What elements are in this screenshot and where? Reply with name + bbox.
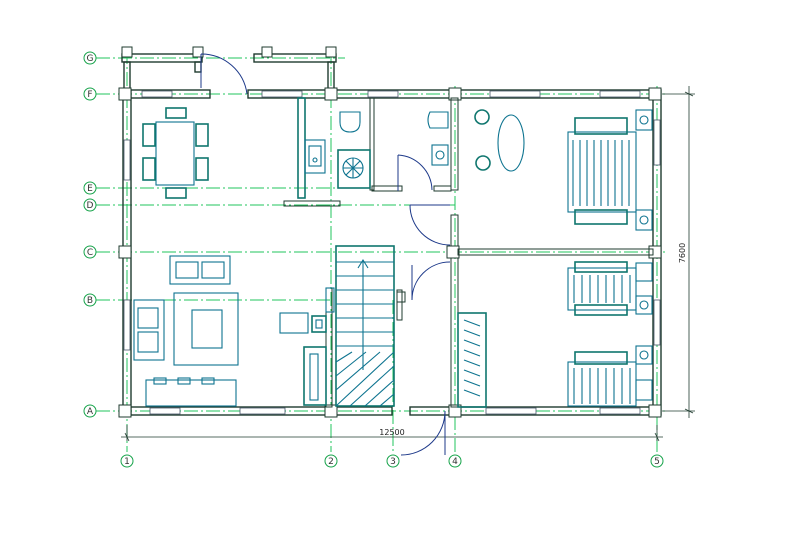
axis-label-2: 2 — [328, 457, 334, 467]
window — [485, 407, 537, 415]
single-bed-bottom — [567, 345, 653, 407]
axis-label-c: C — [87, 248, 93, 258]
column-axis-bubbles: 1 2 3 4 5 — [120, 454, 664, 468]
kitchen — [297, 97, 326, 199]
axis-label-f: F — [87, 90, 92, 100]
staircase — [335, 245, 395, 407]
pillow — [574, 117, 628, 135]
terrace-door — [200, 53, 248, 95]
chair — [475, 155, 491, 171]
pillow — [574, 304, 628, 316]
chair — [165, 107, 187, 119]
window — [123, 299, 131, 351]
toilet-icon — [339, 111, 361, 133]
chair — [142, 123, 156, 147]
round-table — [497, 114, 525, 172]
chair — [195, 157, 209, 181]
bathroom — [337, 111, 449, 189]
overall-depth-label: 7600 — [678, 243, 687, 263]
doors — [397, 154, 451, 456]
interior-walls — [283, 97, 654, 408]
single-bed-mid — [567, 261, 653, 316]
nightstand — [635, 345, 653, 365]
row-axis-bubbles: G F E D C B A — [83, 51, 97, 418]
window — [123, 139, 131, 181]
dimension-depth: 7600 — [662, 86, 695, 418]
terrace — [121, 46, 337, 95]
living-room — [133, 255, 335, 407]
window — [261, 90, 303, 98]
pillow — [574, 209, 628, 225]
bedroom-door — [411, 261, 451, 301]
axis-label-3: 3 — [390, 457, 396, 467]
chair — [195, 123, 209, 147]
window — [599, 90, 641, 98]
axis-label-d: D — [87, 201, 94, 211]
bedroom-table-set — [474, 109, 525, 172]
axis-label-e: E — [87, 184, 93, 194]
chair — [474, 109, 490, 125]
wardrobe — [457, 312, 487, 408]
coffee-table — [173, 292, 239, 366]
chair — [165, 187, 187, 199]
bed-frame — [567, 361, 637, 407]
nightstand — [635, 379, 653, 401]
armchair-sofa — [169, 255, 231, 285]
sofa — [133, 299, 165, 361]
overall-width-label: 12500 — [379, 428, 404, 437]
axis-label-b: B — [87, 296, 93, 306]
double-bed-top — [567, 109, 653, 231]
window — [653, 119, 661, 166]
axis-label-5: 5 — [654, 457, 660, 467]
outer-walls — [118, 87, 662, 418]
axis-label-4: 4 — [452, 457, 458, 467]
axis-label-g: G — [87, 54, 94, 64]
sofa — [145, 379, 237, 407]
nightstand — [635, 109, 653, 131]
hall-door — [409, 204, 451, 246]
dining-table — [155, 121, 195, 186]
window — [141, 90, 173, 98]
window — [599, 407, 641, 415]
toilet-icon — [427, 111, 449, 129]
axis-label-1: 1 — [124, 457, 130, 467]
nightstand — [635, 295, 653, 315]
wardrobe-cabinet — [457, 312, 487, 408]
armchair — [279, 312, 309, 334]
nightstand — [635, 209, 653, 231]
nightstand — [635, 262, 653, 282]
kitchen-sink — [304, 139, 326, 174]
grid-lines-vertical — [126, 50, 658, 452]
window — [239, 407, 286, 415]
pillow — [574, 351, 628, 365]
window — [489, 90, 541, 98]
grid-lines-horizontal — [96, 57, 665, 412]
kitchen-counter — [297, 97, 306, 199]
bed-frame — [567, 267, 637, 311]
fireplace-icon — [311, 315, 327, 333]
shower-tray — [337, 149, 371, 189]
entrance-door — [400, 410, 446, 456]
washbasin — [431, 144, 449, 166]
dining-set — [142, 107, 209, 199]
chair — [142, 157, 156, 181]
pillow — [574, 261, 628, 273]
window — [149, 407, 181, 415]
dimension-width: 12500 — [121, 425, 663, 442]
tv-cabinet — [303, 346, 327, 406]
axis-label-a: A — [87, 407, 94, 417]
window — [367, 90, 399, 98]
bed-frame — [567, 131, 637, 213]
window — [653, 299, 661, 346]
bathroom-door — [397, 154, 433, 191]
